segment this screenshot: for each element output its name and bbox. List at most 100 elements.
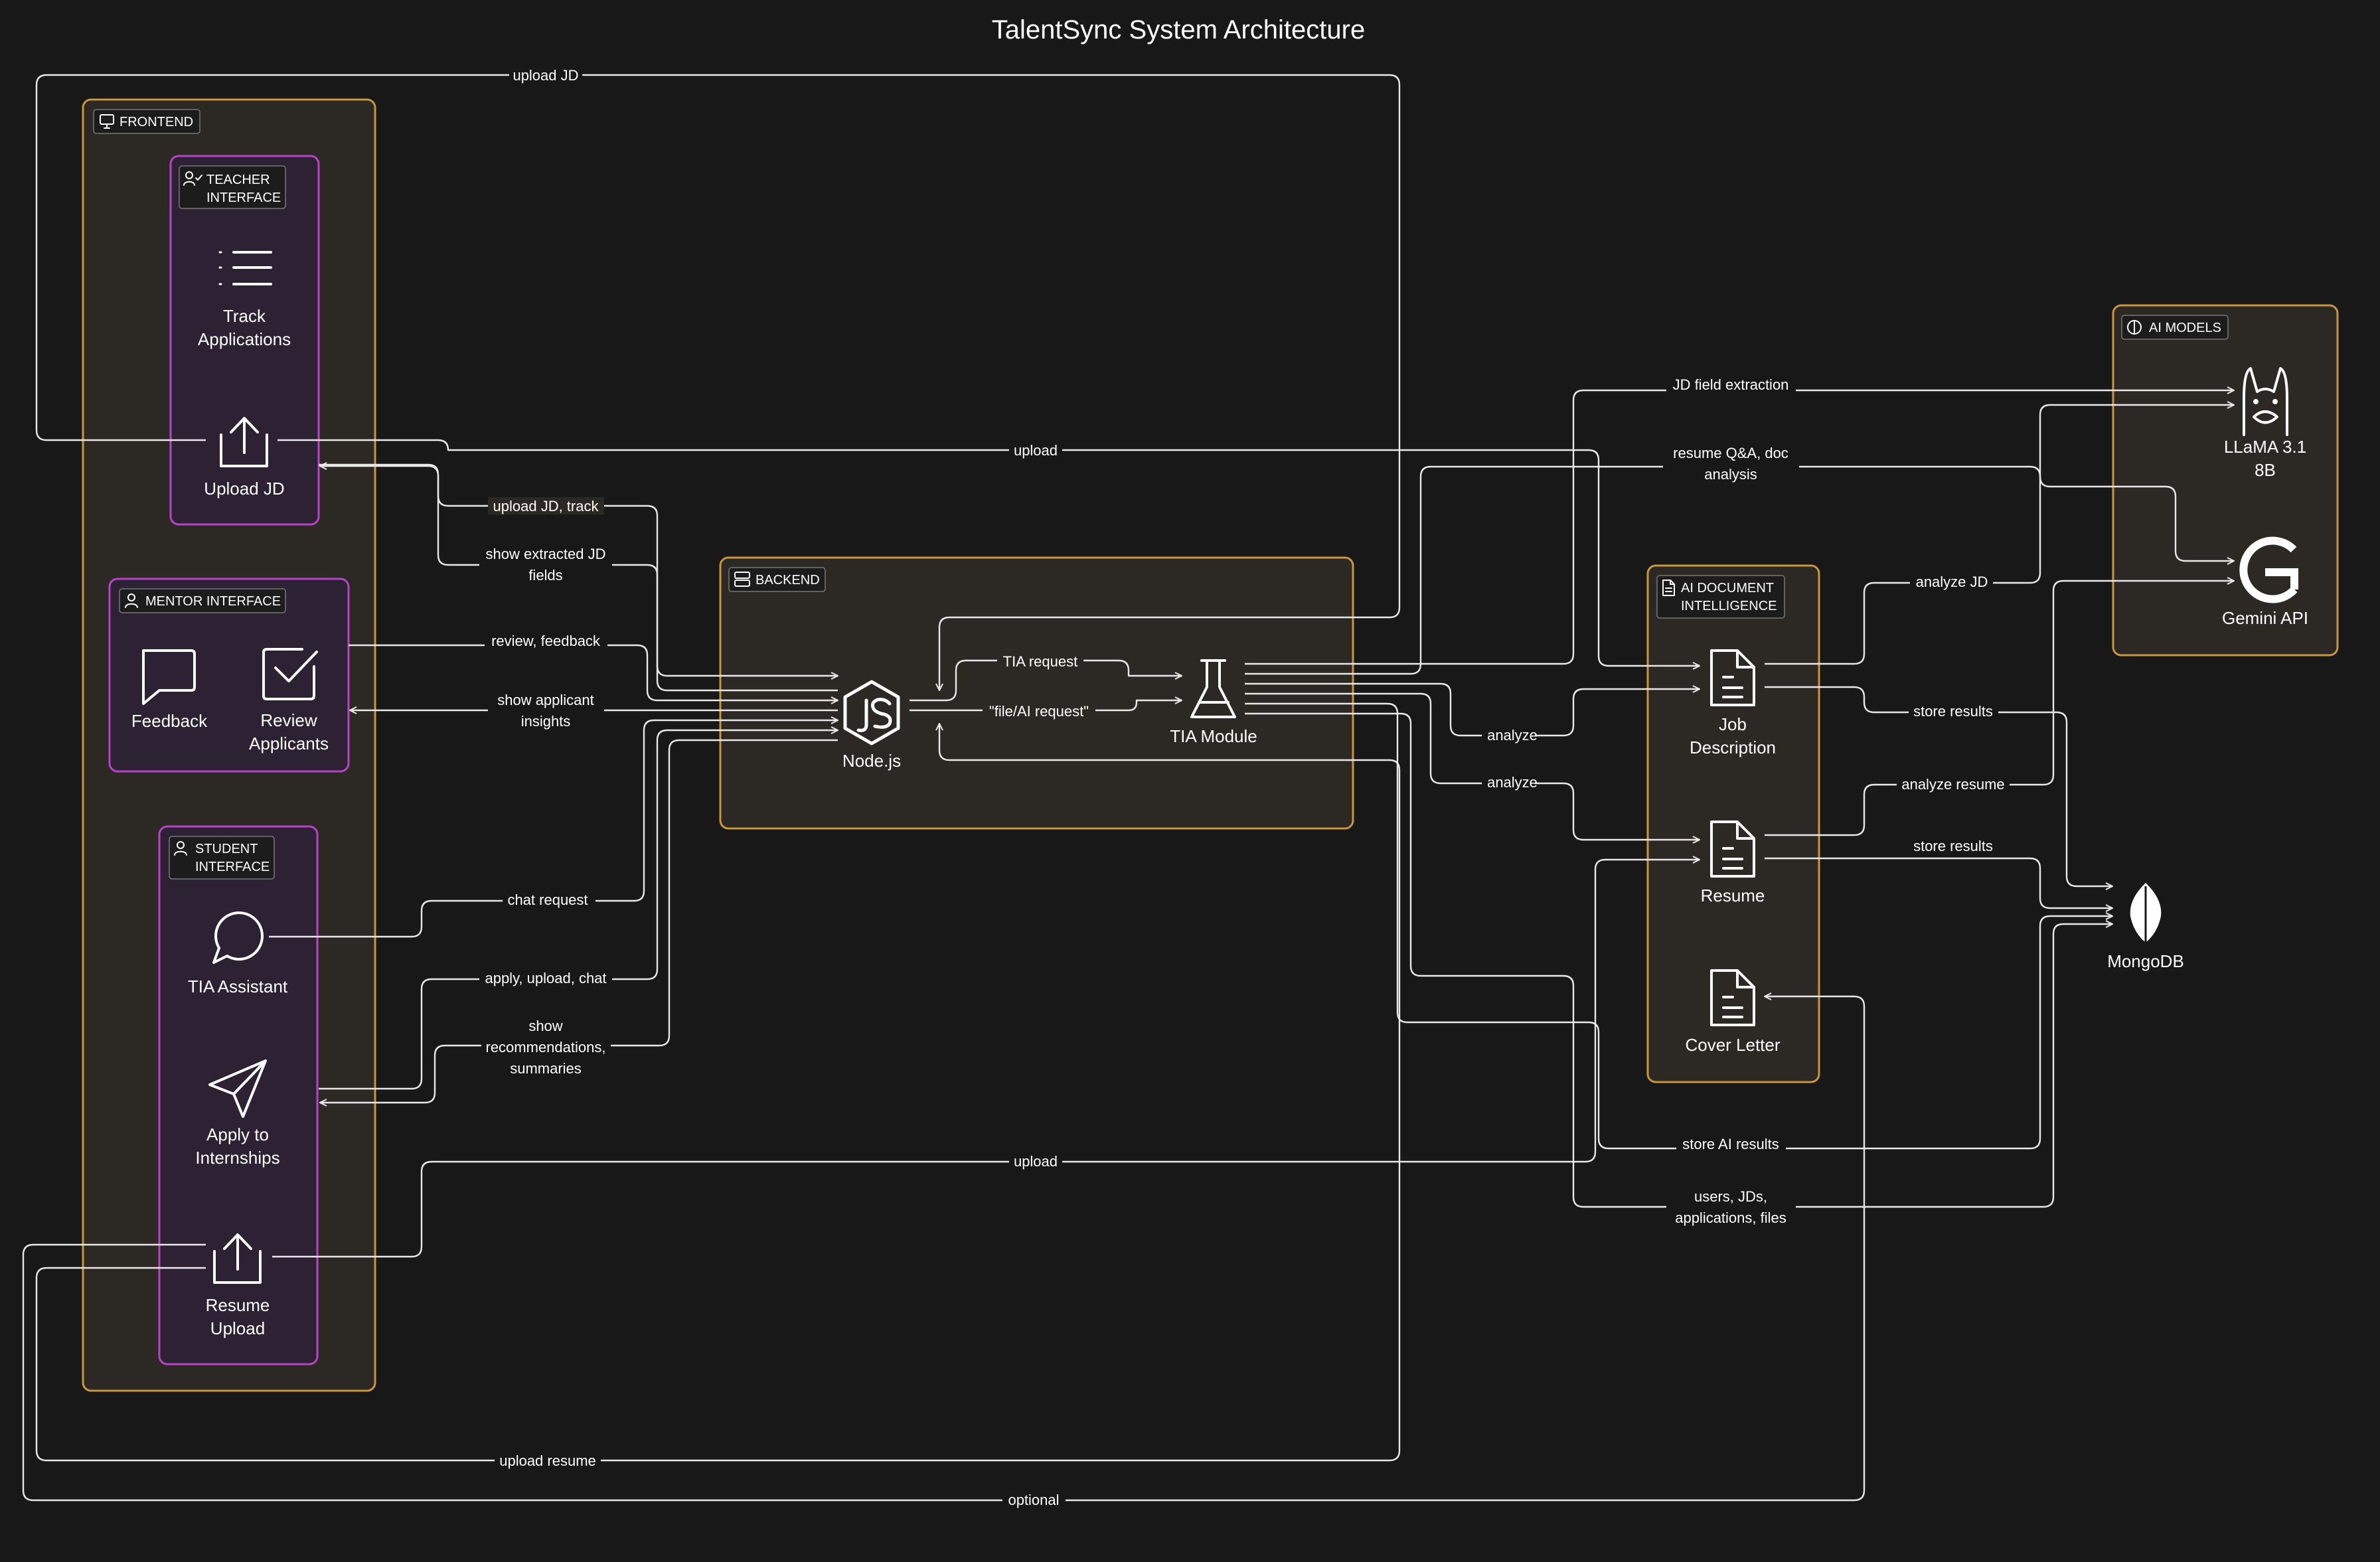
- node-label-feedback: Feedback: [131, 711, 208, 731]
- edge-upload-resume-loop: [35, 724, 1401, 1462]
- user-check-icon: [183, 171, 202, 186]
- diagram-title: TalentSync System Architecture: [992, 15, 1365, 44]
- node-label-cover-letter: Cover Letter: [1685, 1035, 1780, 1055]
- edge-label-upload-jd: upload JD: [513, 67, 578, 84]
- edge-jd-field-extraction: [1245, 390, 2234, 665]
- user-icon: [174, 841, 187, 856]
- edge-upload-jd-loop: [35, 74, 1401, 690]
- mongodb-leaf-icon: [2130, 883, 2162, 951]
- message-square-icon: [142, 649, 196, 705]
- flask-icon: [1190, 659, 1236, 718]
- node-label-gemini: Gemini API: [2222, 608, 2308, 628]
- node-label-tia-assistant: TIA Assistant: [188, 976, 288, 996]
- edge-upload-resume-doc: [272, 860, 1700, 1258]
- edge-label-analyze-jd: analyze JD: [1916, 574, 1988, 590]
- edge-file-ai-request: [910, 700, 1182, 712]
- edge-label-upload-top: upload: [1014, 442, 1058, 459]
- edge-label-jd-field-extraction: JD field extraction: [1673, 376, 1789, 393]
- file-text-icon: [1710, 969, 1755, 1026]
- edge-label-review-feedback: review, feedback: [491, 633, 601, 649]
- user-icon: [125, 593, 138, 608]
- edge-label-tia-request: TIA request: [1003, 653, 1078, 670]
- edge-label-upload-resume: upload resume: [499, 1452, 596, 1469]
- node-tia-module[interactable]: TIA Module: [1170, 659, 1257, 746]
- edge-label-store-results-1: store results: [1913, 703, 1993, 720]
- frontend-label: FRONTEND: [119, 115, 193, 129]
- ai-models-label: AI MODELS: [2149, 321, 2221, 335]
- edge-review-feedback: [349, 644, 838, 700]
- edge-upload-jd-doc: [278, 439, 1700, 666]
- edge-label-upload-bottom: upload: [1014, 1153, 1058, 1170]
- edge-label-file-ai-request: "file/AI request": [989, 703, 1089, 720]
- node-label-upload-jd: Upload JD: [204, 479, 284, 499]
- upload-icon: [220, 417, 268, 467]
- node-resume[interactable]: Resume: [1701, 820, 1765, 905]
- node-label-nodejs: Node.js: [842, 751, 901, 771]
- file-text-icon: [1710, 649, 1755, 706]
- llama-icon: [2243, 367, 2288, 436]
- node-label-resume: Resume: [1701, 886, 1765, 905]
- upload-icon: [213, 1233, 262, 1284]
- brain-icon: [2127, 320, 2142, 335]
- edge-label-store-results-2: store results: [1913, 838, 1993, 854]
- monitor-icon: [100, 114, 114, 129]
- edge-label-analyze-2: analyze: [1487, 774, 1538, 791]
- edge-label-users-jds: users, JDs,applications, files: [1675, 1188, 1786, 1226]
- nodejs-icon: [843, 680, 900, 745]
- edge-label-analyze-resume: analyze resume: [1901, 776, 2004, 793]
- edge-store-ai-results: [1245, 702, 2112, 1150]
- edge-tia-request: [910, 659, 1182, 702]
- edge-label-store-ai-results: store AI results: [1682, 1136, 1779, 1152]
- edge-label-analyze-1: analyze: [1487, 727, 1538, 743]
- backend-label: BACKEND: [755, 573, 820, 587]
- send-icon: [208, 1059, 267, 1118]
- mentor-interface-label: MENTOR INTERFACE: [145, 594, 281, 609]
- file-text-icon: [1710, 820, 1755, 878]
- message-circle-icon: [212, 911, 264, 964]
- edge-label-apply-upload-chat: apply, upload, chat: [485, 970, 606, 986]
- edge-store-results-resume: [1765, 857, 2112, 908]
- mentor-interface-group: MENTOR INTERFACE: [108, 578, 350, 773]
- google-g-icon: [2239, 536, 2298, 603]
- node-tia-assistant[interactable]: TIA Assistant: [188, 911, 288, 996]
- node-label-tia-module: TIA Module: [1170, 726, 1257, 746]
- node-feedback[interactable]: Feedback: [131, 649, 208, 731]
- edge-label-optional: optional: [1008, 1492, 1059, 1508]
- node-nodejs[interactable]: Node.js: [842, 680, 901, 771]
- node-gemini[interactable]: Gemini API: [2222, 536, 2308, 628]
- edge-label-chat-request: chat request: [507, 892, 588, 908]
- ai-models-group: AI MODELS: [2112, 304, 2339, 657]
- node-upload-jd[interactable]: Upload JD: [204, 417, 285, 499]
- node-cover-letter[interactable]: Cover Letter: [1685, 969, 1781, 1055]
- edge-labels: upload JD upload JD, track show extracte…: [479, 67, 2010, 1509]
- list-icon: [218, 251, 272, 285]
- node-mongodb[interactable]: MongoDB: [2107, 883, 2184, 971]
- edge-users-jds: [1245, 712, 2112, 1208]
- server-icon: [734, 572, 750, 587]
- edge-label-upload-jd-track: upload JD, track: [493, 498, 599, 514]
- node-label-mongodb: MongoDB: [2107, 951, 2184, 971]
